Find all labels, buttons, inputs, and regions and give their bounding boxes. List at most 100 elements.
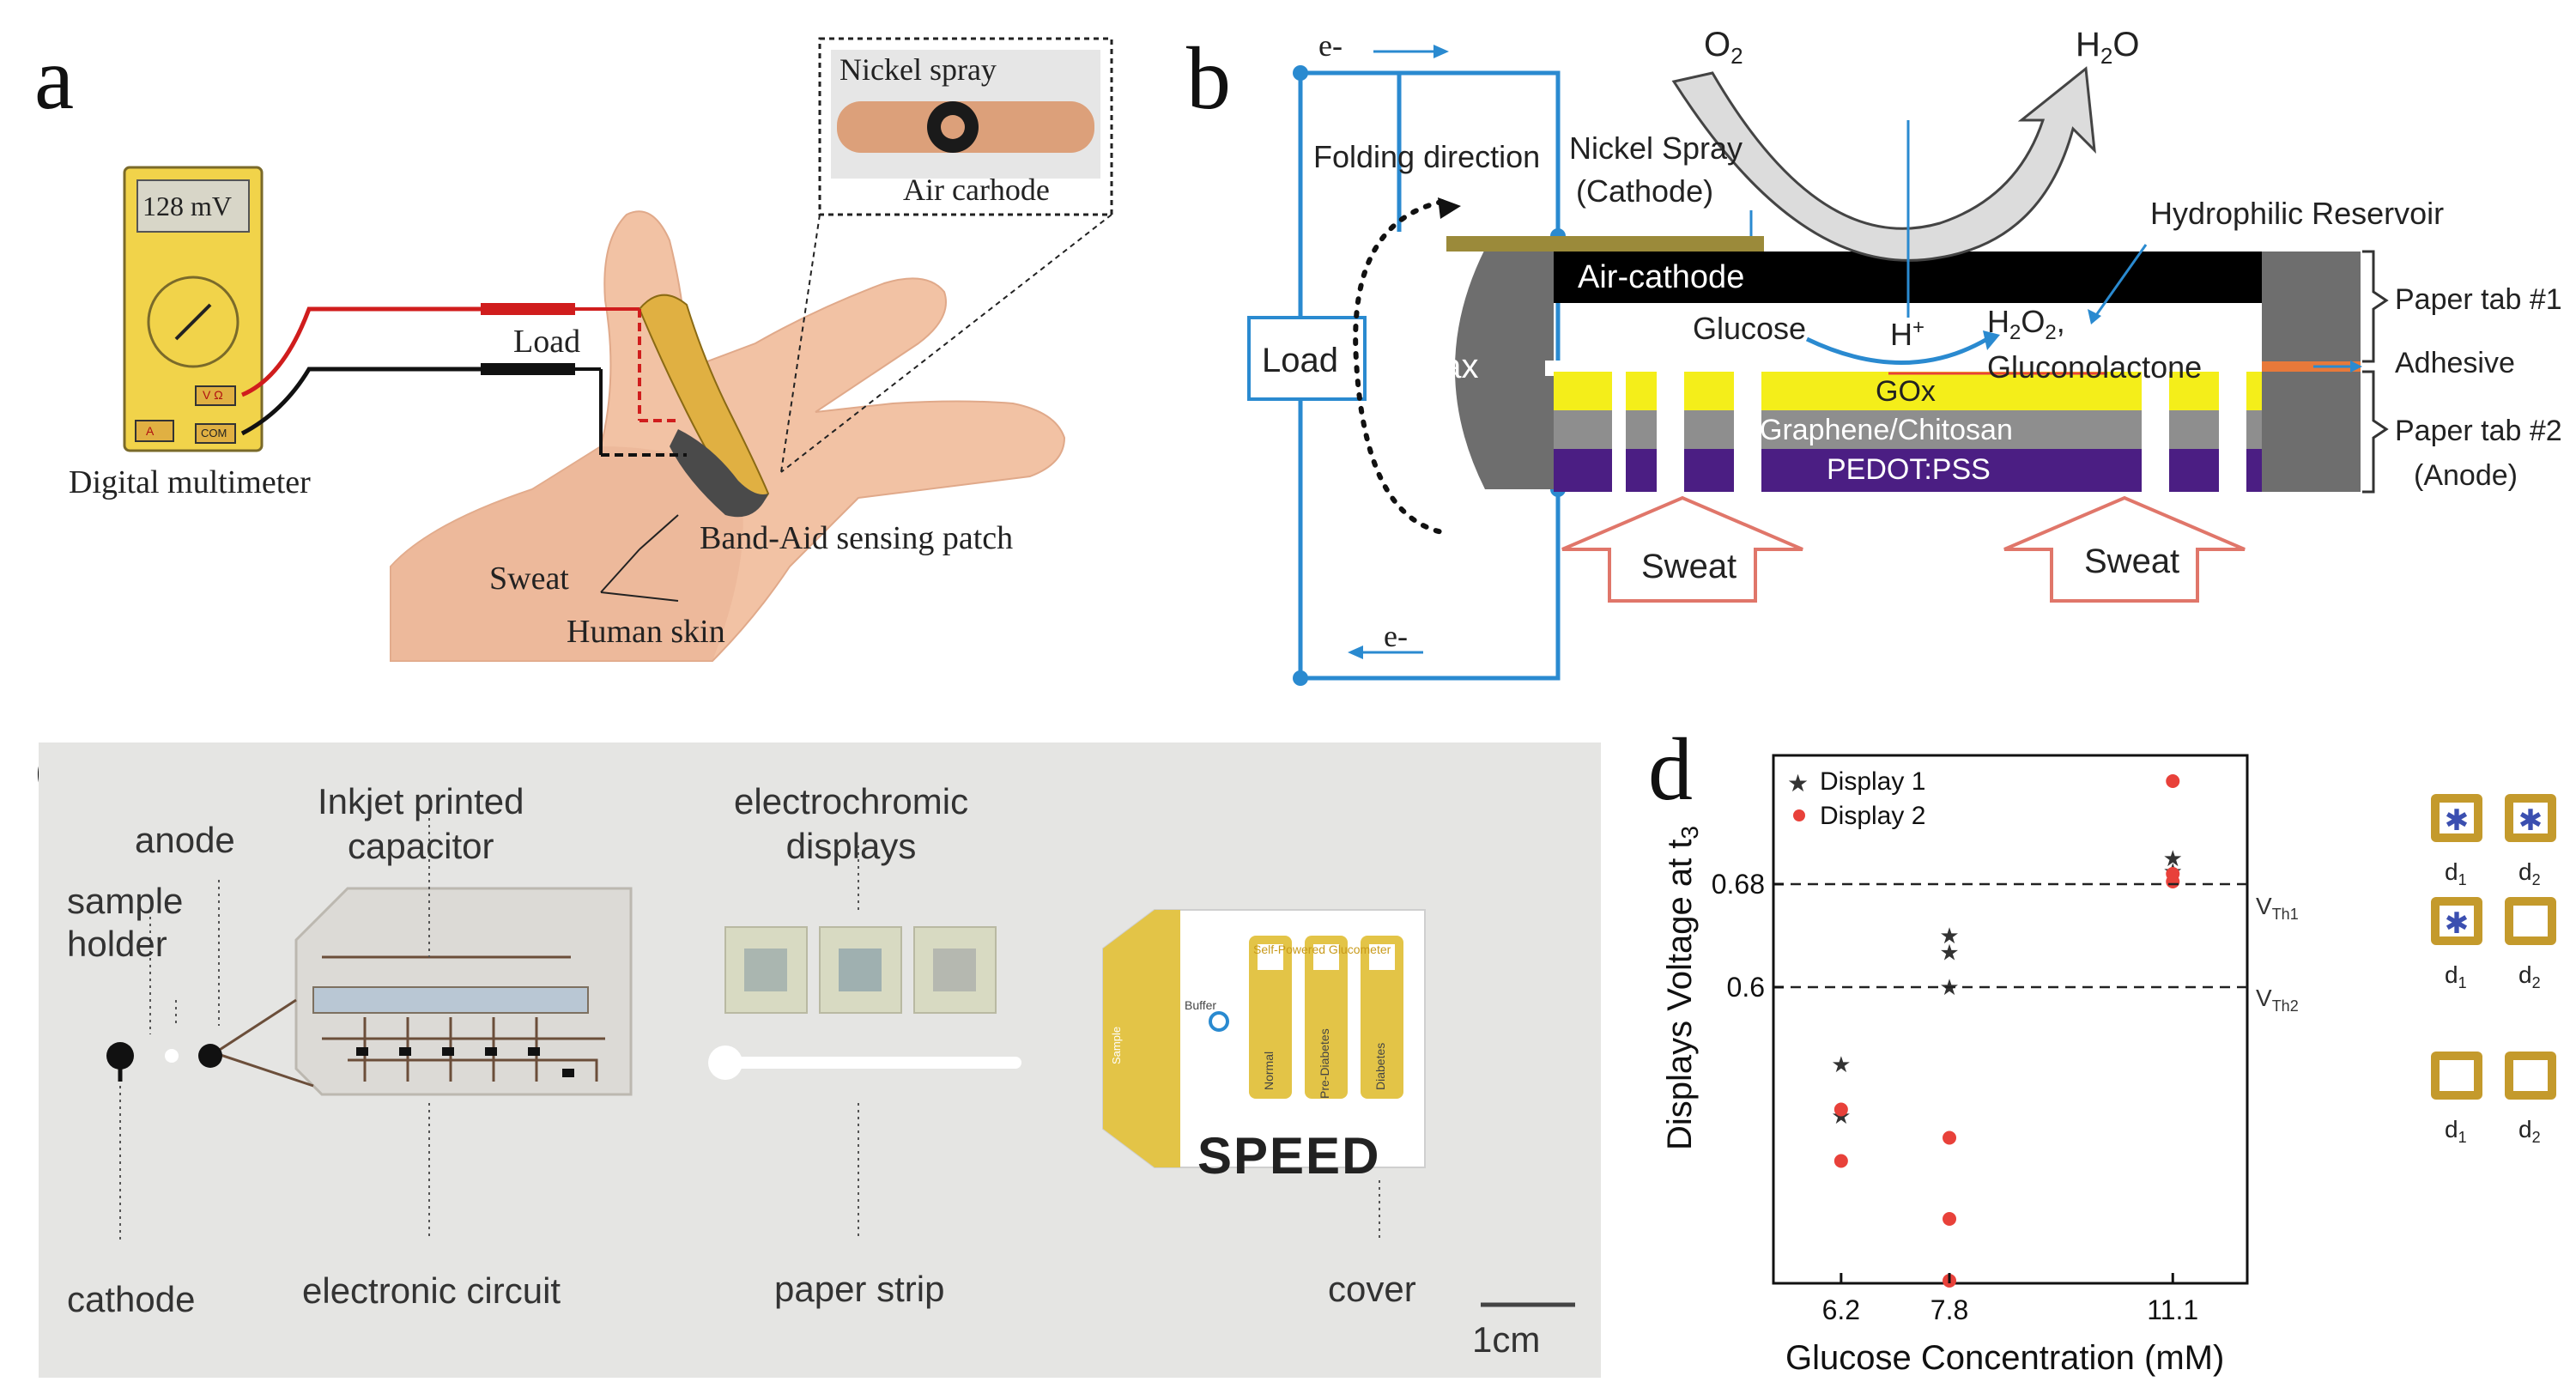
threshold-label-th1: VTh1 — [2256, 893, 2299, 923]
sweat-arrow-1 — [1561, 495, 1803, 603]
inset-nickel-label: Nickel spray — [839, 52, 997, 87]
capacitor-label: Inkjet printed capacitor — [318, 779, 524, 869]
hydrophilic-label: Hydrophilic Reservoir — [2150, 196, 2445, 231]
data-point-display1: ★ — [1939, 940, 1959, 966]
sweat-label-b2: Sweat — [2084, 542, 2180, 580]
paper-tab-2-label: Paper tab #2 (Anode) — [2395, 409, 2562, 498]
panel-b-figure — [1247, 45, 2389, 686]
capacitor-line1: Inkjet printed — [318, 781, 524, 821]
load-label-b: Load — [1262, 342, 1338, 379]
wax-label: Wax — [1411, 348, 1479, 385]
nickel-line1: Nickel Spray — [1569, 130, 1743, 166]
e-bottom-label: e- — [1384, 619, 1408, 653]
sweat-arrow-2 — [2003, 495, 2246, 603]
port-vo — [195, 385, 236, 406]
tab2-line1: Paper tab #2 — [2395, 415, 2562, 447]
port-a-label: A — [146, 424, 155, 438]
display-star-icon: ✱ — [2445, 907, 2470, 940]
sample-holder-label: sample holder — [67, 880, 183, 966]
capacitor-line2: capacitor — [348, 826, 494, 866]
paper-tab-2-right — [2262, 372, 2361, 492]
h2o2-comma: , — [2056, 304, 2065, 339]
inkjet-capacitor — [312, 986, 589, 1014]
data-point-display2 — [1943, 1130, 1957, 1145]
gox-label: GOx — [1876, 375, 1936, 408]
legend-marker-display2 — [1793, 809, 1805, 821]
cover-status-normal: Normal — [1262, 1051, 1276, 1090]
display-label-d2: d2 — [2518, 858, 2541, 888]
o2-sub: 2 — [1730, 43, 1743, 69]
folding-label: Folding direction — [1313, 139, 1541, 174]
h2o-o: O — [2112, 26, 2140, 64]
skin-label: Human skin — [567, 614, 725, 650]
tab2-line2: (Anode) — [2414, 459, 2518, 492]
scale-label: 1cm — [1472, 1319, 1541, 1360]
panel-letter-b: b — [1186, 29, 1231, 128]
adhesive-label: Adhesive — [2395, 347, 2515, 379]
cover-sample-label: Sample — [1110, 1026, 1123, 1064]
display-label-d1: d1 — [2445, 858, 2467, 888]
paper-strip — [725, 1057, 1021, 1069]
anode-dot — [198, 1044, 222, 1068]
sweat-label-a: Sweat — [489, 561, 569, 597]
cover-status-prediabetes: Pre-Diabetes — [1318, 1028, 1331, 1099]
x-tick-label: 11.1 — [2147, 1294, 2198, 1325]
cover-buffer-label: Buffer — [1185, 998, 1217, 1012]
folding-arrow — [1353, 199, 1445, 535]
h-plus-main: H — [1890, 317, 1912, 352]
y-tick-label: 0.6 — [1727, 972, 1765, 1003]
display-window-d1 — [2440, 1060, 2474, 1091]
sample-holder-dot — [165, 1049, 179, 1063]
gluconolactone-label: Gluconolactone — [1987, 349, 2203, 385]
multimeter-screen — [136, 179, 250, 233]
display-star-icon: ✱ — [2518, 804, 2543, 837]
panel-letter-d: d — [1648, 720, 1693, 819]
electrochromic-display-2 — [819, 926, 902, 1014]
pedot-label: PEDOT:PSS — [1827, 453, 1991, 486]
h-plus-sup: + — [1912, 316, 1925, 339]
cover-status-diabetes: Diabetes — [1373, 1042, 1387, 1090]
h2o-label: H2O — [2076, 26, 2139, 70]
load-box — [1247, 316, 1367, 401]
legend-label-display2: Display 2 — [1820, 802, 1925, 830]
display-label-d1: d1 — [2445, 1116, 2467, 1146]
y-axis-label: Displays Voltage at t3 — [1661, 826, 1703, 1150]
patch-label: Band-Aid sensing patch — [700, 520, 1014, 556]
adhesive-layer — [2262, 361, 2361, 372]
multimeter-label: Digital multimeter — [69, 464, 311, 500]
panel-c-photo — [39, 742, 1601, 1378]
o2-label: O2 — [1704, 26, 1743, 70]
paper-tab-1-label: Paper tab #1 — [2395, 283, 2562, 316]
air-cathode-label: Air-cathode — [1578, 259, 1745, 295]
sample-line1: sample — [67, 881, 184, 921]
panel-a-figure — [123, 37, 1113, 662]
glucose-label: Glucose — [1693, 311, 1807, 346]
display-star-icon: ✱ — [2445, 804, 2470, 837]
circuit-label: electronic circuit — [302, 1270, 561, 1311]
threshold-label-th2: VTh2 — [2256, 985, 2299, 1015]
display-label-d2: d2 — [2518, 961, 2541, 991]
scatter-chart: ★★★★★★★ 6.27.811.10.60.68 ★ Display 1 Di… — [1661, 754, 2556, 1377]
display-window-d2 — [2513, 1060, 2548, 1091]
legend-label-display1: Display 1 — [1820, 767, 1925, 796]
display-window-d2 — [2513, 906, 2548, 936]
wax-body — [1455, 249, 1554, 489]
data-point-display1: ★ — [2163, 846, 2183, 871]
x-tick-label: 6.2 — [1822, 1294, 1860, 1325]
display-label-d1: d1 — [2445, 961, 2467, 991]
port-vo-label: V Ω — [203, 388, 223, 402]
display-window-d1 — [2440, 906, 2474, 936]
x-tick-label: 7.8 — [1930, 1294, 1968, 1325]
h2o2-h: H — [1987, 304, 2009, 339]
data-point-display2 — [2166, 774, 2180, 788]
cathode-label: cathode — [67, 1279, 196, 1319]
display-window-d2 — [2513, 803, 2548, 833]
data-point-display2 — [1943, 1212, 1957, 1226]
h2o2-o: O — [2021, 304, 2046, 339]
o2-main: O — [1704, 26, 1731, 64]
data-point-display1: ★ — [1939, 923, 1959, 949]
h2o-h: H — [2076, 26, 2100, 64]
h2o2-sub1: 2 — [2009, 321, 2021, 345]
paper-tab-1-right — [2262, 252, 2361, 361]
